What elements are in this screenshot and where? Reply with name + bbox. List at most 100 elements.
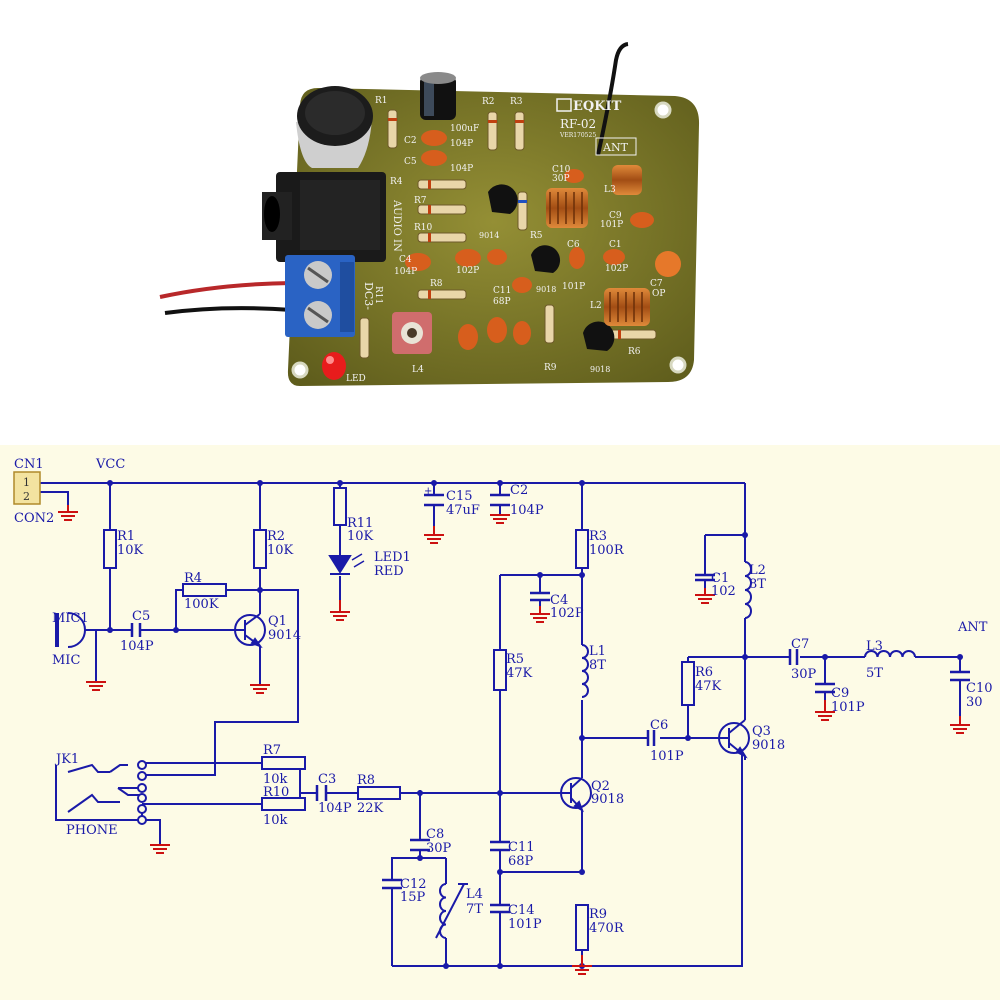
lbl-L4: L4 — [466, 887, 483, 902]
lbl-C10v: 30 — [966, 695, 983, 710]
transistor-Q2 — [560, 777, 592, 813]
lbl-C6: C6 — [650, 718, 668, 733]
lbl-C5v: 104P — [120, 639, 154, 654]
transistor-Q3 — [718, 719, 750, 760]
lbl-C7: C7 — [791, 637, 809, 652]
lbl-R5v: 47K — [506, 666, 533, 681]
lbl-R8v: 22K — [357, 801, 384, 816]
microphone — [296, 86, 373, 168]
lbl-C11v: 68P — [508, 854, 534, 869]
lbl-CN-pin2: 2 — [23, 490, 30, 503]
lbl-C15: C15 — [446, 489, 473, 504]
lbl-L3: L3 — [866, 639, 883, 654]
lbl-C6v: 101P — [650, 749, 684, 764]
lbl-C1: C1 — [609, 240, 622, 250]
silkscreen: EQKIT RF-02 VER170525 ANT AUDIO IN DC3- … — [346, 96, 665, 384]
circuit-schematic: + — [0, 445, 1000, 1000]
lbl-C4: C4 — [550, 593, 568, 608]
lbl-Q1: Q1 — [268, 614, 287, 629]
lbl-R1v: 10K — [117, 543, 144, 558]
led-symbol — [328, 553, 365, 575]
lbl-R3v: 100R — [589, 543, 625, 558]
terminal-block — [285, 255, 355, 337]
lbl-PHONE: PHONE — [66, 823, 118, 838]
mount-hole — [669, 356, 687, 374]
lbl-104Pc: 104P — [394, 267, 417, 277]
lbl-104Pb: 104P — [450, 164, 473, 174]
lbl-101Pb: 101P — [562, 282, 585, 292]
lbl-CON2: CON2 — [14, 511, 54, 526]
lbl-R9: R9 — [544, 363, 557, 373]
lbl-L1v: 8T — [589, 658, 606, 673]
ant-label: ANT — [602, 141, 629, 154]
lbl-100uF: 100uF — [450, 124, 479, 134]
lbl-C15v: 47uF — [446, 503, 480, 518]
lbl-C4v: 102P — [550, 606, 584, 621]
pcb-photo: EQKIT RF-02 VER170525 ANT AUDIO IN DC3- … — [159, 42, 700, 386]
lbl-C2v: 104P — [510, 503, 544, 518]
lbl-R10v: 10k — [263, 813, 288, 828]
trimmer-inductor — [392, 312, 432, 354]
lbl-R4v: 100K — [184, 597, 219, 612]
lbl-L3: L3 — [604, 185, 616, 195]
lbl-C9: C9 — [609, 211, 622, 221]
connector-CN1 — [13, 471, 41, 505]
lbl-R1: R1 — [117, 529, 135, 544]
inductor-symbols — [435, 561, 916, 939]
lbl-C7v: 30P — [791, 667, 817, 682]
lbl-R1: R1 — [375, 96, 388, 106]
lbl-9018b: 9018 — [590, 365, 610, 374]
orange-capacitor — [655, 251, 681, 277]
junctions — [107, 480, 963, 969]
lbl-C12: C12 — [400, 877, 427, 892]
lbl-R10: R10 — [414, 223, 433, 233]
lbl-L3v: 5T — [866, 666, 883, 681]
lbl-R6: R6 — [695, 665, 713, 680]
lbl-MIC1: MIC1 — [52, 611, 89, 626]
wires — [40, 482, 961, 967]
lbl-C10: C10 — [966, 681, 993, 696]
lbl-CN1: CN1 — [14, 457, 44, 472]
lbl-R10: R10 — [263, 785, 289, 800]
transistor-Q1 — [234, 613, 266, 649]
lbl-ANT: ANT — [957, 620, 988, 635]
lbl-OP: OP — [652, 289, 665, 299]
lbl-C7: C7 — [650, 279, 663, 289]
lbl-102P: 102P — [456, 266, 479, 276]
lbl-C9v: 101P — [831, 700, 865, 715]
lbl-Q3: Q3 — [752, 724, 771, 739]
lbl-L4: L4 — [412, 365, 424, 375]
c15-polarity: + — [424, 486, 432, 497]
power-wire-black — [164, 306, 293, 315]
lbl-R4: R4 — [184, 571, 202, 586]
lbl-R8: R8 — [357, 773, 375, 788]
lbl-R9v: 470R — [589, 921, 625, 936]
audio-jack — [262, 172, 386, 262]
lbl-LED1: LED1 — [374, 550, 411, 565]
lbl-R11: R11 — [347, 516, 373, 531]
lbl-R5: R5 — [530, 231, 543, 241]
lbl-R4: R4 — [390, 177, 403, 187]
model-text: RF-02 — [560, 117, 596, 131]
schematic-labels: CN1 1 2 CON2 VCC R1 10K R2 10K R4 100K R… — [14, 457, 993, 936]
lbl-30P: 30P — [552, 174, 570, 184]
power-wire-red — [159, 281, 293, 299]
lbl-L4v: 7T — [466, 902, 483, 917]
transistors — [488, 184, 615, 351]
lbl-Q2v: 9018 — [591, 792, 624, 807]
lbl-R7: R7 — [414, 196, 427, 206]
ground-stems — [67, 505, 961, 966]
lbl-L1: L1 — [589, 644, 606, 659]
lbl-R7v: 10k — [263, 772, 288, 787]
lbl-C11: C11 — [508, 840, 535, 855]
audio-in-label: AUDIO IN — [391, 199, 402, 252]
lbl-R6: R6 — [628, 347, 641, 357]
lbl-C3v: 104P — [318, 801, 352, 816]
led-label: LED — [346, 374, 366, 384]
lbl-C8: C8 — [426, 827, 444, 842]
lbl-LED1v: RED — [374, 564, 404, 579]
lbl-C5: C5 — [404, 157, 417, 167]
phone-jack-symbol — [55, 760, 147, 825]
microphone-symbol — [55, 612, 86, 648]
lbl-C4: C4 — [399, 255, 412, 265]
